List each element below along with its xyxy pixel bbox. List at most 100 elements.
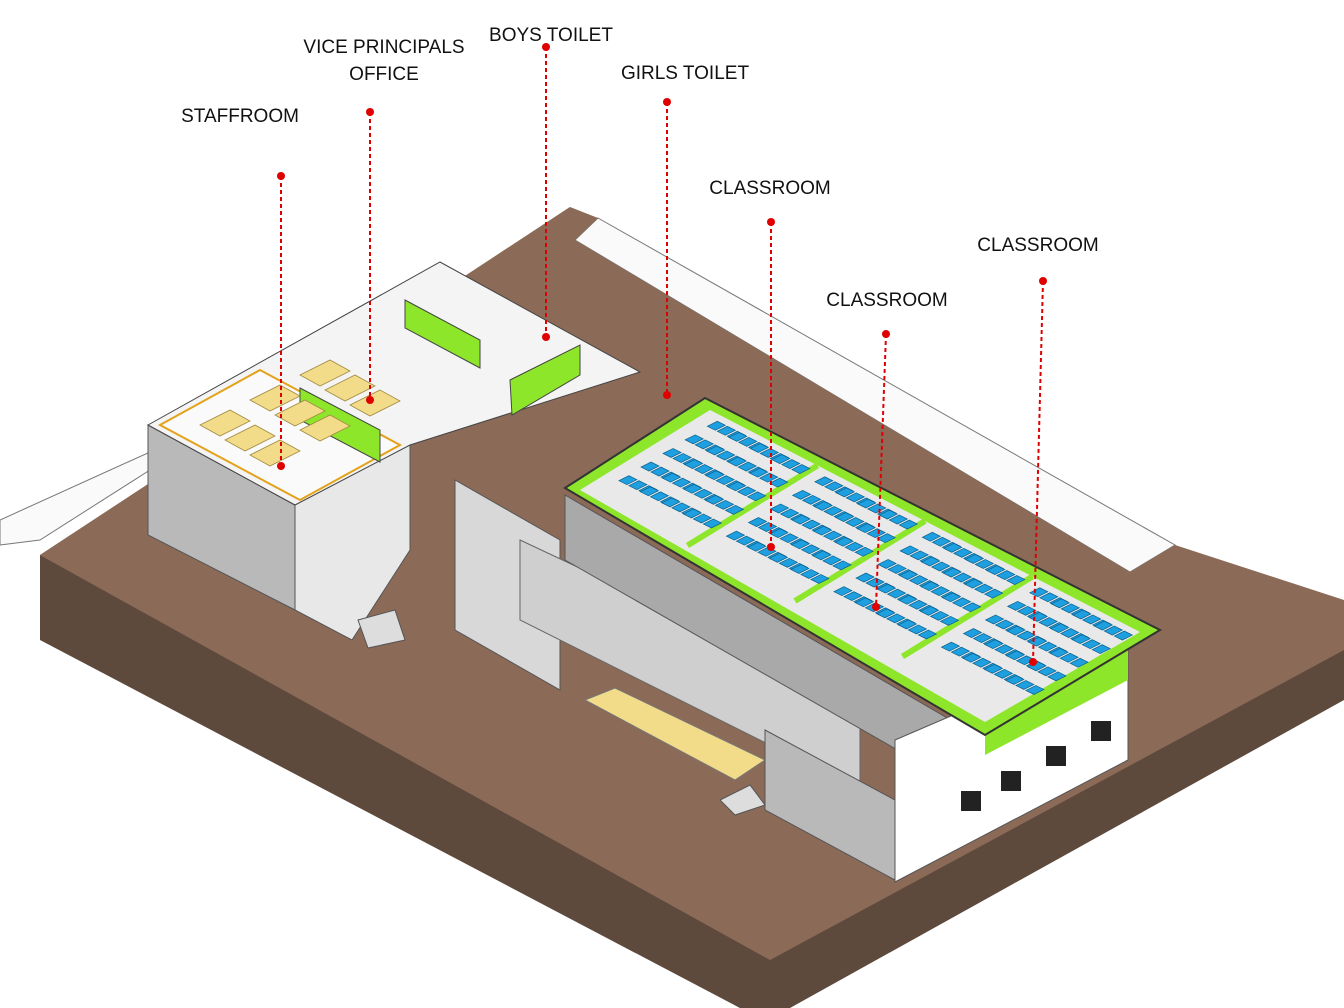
staff-desk — [324, 374, 376, 402]
room-label-staffroom: STAFFROOM — [181, 103, 299, 130]
student-desk — [941, 592, 962, 603]
student-desk — [769, 503, 790, 514]
room-divider — [793, 518, 927, 604]
student-desk — [877, 559, 897, 569]
room-label-classroom-3: CLASSROOM — [977, 232, 1098, 259]
student-desk — [800, 544, 821, 555]
student-desk — [866, 528, 886, 539]
student-desk — [907, 624, 928, 635]
student-desk — [1049, 647, 1069, 658]
student-desk — [994, 619, 1015, 630]
student-desk — [812, 550, 832, 561]
student-desk — [973, 583, 994, 594]
student-desk — [738, 436, 758, 447]
student-desk — [790, 539, 811, 550]
student-desk — [822, 530, 843, 541]
leader-dot-top — [663, 98, 671, 106]
student-desk — [942, 567, 962, 578]
student-desk — [940, 641, 961, 652]
student-desk — [769, 528, 789, 539]
student-desk — [898, 519, 919, 530]
student-desk — [790, 564, 810, 574]
student-desk — [930, 561, 951, 572]
student-desk — [1113, 630, 1134, 641]
student-desk — [921, 531, 942, 542]
leader-lines — [277, 43, 1047, 666]
student-desk — [833, 586, 853, 597]
room-divider — [900, 573, 1035, 660]
student-desk — [888, 514, 909, 525]
student-desk — [737, 461, 757, 472]
student-desk — [964, 554, 985, 564]
student-desk — [736, 486, 757, 497]
student-desk — [943, 542, 963, 553]
student-desk — [1049, 623, 1070, 633]
student-desk — [843, 591, 863, 602]
student-desk — [1006, 625, 1026, 636]
student-desk — [845, 492, 866, 503]
student-desk — [972, 657, 992, 668]
student-desk — [768, 477, 789, 488]
leader-dot-bottom — [1029, 658, 1037, 666]
student-desk — [801, 519, 821, 530]
road-strip-left — [0, 451, 151, 546]
student-desk — [834, 536, 854, 547]
window — [1044, 744, 1068, 768]
student-desk — [684, 434, 704, 445]
student-desk — [694, 439, 714, 450]
student-desk — [683, 459, 704, 469]
leader-dot-top — [882, 330, 890, 338]
student-desk — [692, 513, 713, 524]
student-desk — [748, 467, 769, 478]
student-desk — [919, 605, 940, 616]
student-desk — [683, 483, 703, 494]
window — [959, 789, 983, 813]
student-desk — [1006, 575, 1026, 585]
student-desk — [886, 588, 907, 599]
student-desk — [759, 448, 780, 458]
student-desk — [1059, 628, 1080, 638]
student-desk — [876, 608, 896, 619]
student-desk — [661, 472, 682, 483]
student-desk — [814, 476, 834, 487]
student-desk — [704, 494, 725, 505]
classroom-desks — [618, 420, 1134, 695]
student-desk — [897, 619, 918, 630]
student-desk — [908, 575, 929, 585]
student-desk — [857, 498, 877, 509]
student-desk — [618, 475, 638, 486]
student-desk — [1059, 652, 1079, 663]
staff-desk — [249, 384, 301, 412]
student-desk — [953, 547, 973, 558]
staff-desk — [299, 359, 351, 387]
student-desk — [951, 597, 972, 608]
student-desk — [661, 497, 681, 508]
leader-line — [1032, 280, 1044, 663]
student-desk — [920, 556, 941, 567]
student-desk — [682, 508, 703, 519]
student-desk — [986, 565, 1006, 575]
student-desk — [702, 518, 723, 529]
student-desk — [994, 644, 1014, 655]
student-desk — [993, 668, 1014, 679]
student-desk — [791, 514, 811, 525]
room-label-line: BOYS TOILET — [489, 25, 613, 46]
student-desk — [812, 525, 833, 536]
student-desk — [898, 594, 918, 605]
leader-line — [875, 333, 887, 608]
staff-desk — [274, 399, 326, 427]
leader-dot-bottom — [366, 396, 374, 404]
student-desk — [929, 610, 950, 621]
leader-dot-bottom — [872, 603, 880, 611]
student-desk — [961, 602, 982, 613]
staff-desk — [224, 424, 276, 452]
student-desk — [747, 517, 768, 527]
student-desk — [747, 541, 767, 552]
staff-desk — [299, 414, 351, 442]
student-desk — [983, 663, 1004, 674]
student-desk — [844, 517, 865, 527]
student-desk — [909, 550, 929, 561]
student-desk — [735, 535, 756, 546]
student-desk — [984, 614, 1005, 625]
